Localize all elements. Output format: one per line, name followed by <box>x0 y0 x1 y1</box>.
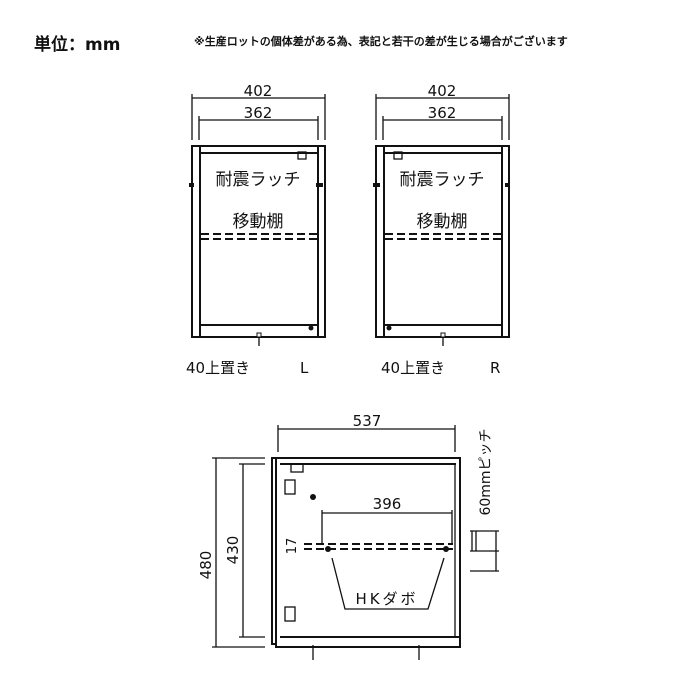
dowel-icon <box>325 546 331 552</box>
model-caption: 40上置き <box>381 359 445 377</box>
shelf-label: 移動棚 <box>417 212 468 232</box>
inner-height-dimension: 430 <box>224 536 242 565</box>
shelf-depth-dimension: 396 <box>373 495 402 513</box>
pitch-label: 60mmピッチ <box>478 428 494 515</box>
latch-label: 耐震ラッチ <box>400 170 485 190</box>
hinge-icon <box>284 479 296 495</box>
unit-label: 単位：mm <box>34 35 121 55</box>
hinge-icon <box>284 606 296 622</box>
shelf-thickness-dimension: 17 <box>285 538 300 555</box>
inner-width-dimension: 362 <box>428 104 457 122</box>
outer-height-dimension: 480 <box>197 551 215 580</box>
production-note: ※生産ロットの個体差がある為、表記と若干の差が生じる場合がございます <box>194 35 568 48</box>
latch-icon <box>393 151 403 160</box>
outer-width-dimension: 402 <box>428 82 457 100</box>
front-view-right: 402 362 耐震ラッチ 移動棚 40上置き R <box>373 82 510 377</box>
depth-dimension: 537 <box>353 412 382 430</box>
dowel-icon <box>443 546 449 552</box>
outer-width-dimension: 402 <box>244 82 273 100</box>
model-caption: 40上置き <box>186 359 250 377</box>
inner-width-dimension: 362 <box>244 104 273 122</box>
latch-icon <box>297 151 307 160</box>
hinge-side: L <box>300 359 309 377</box>
hinge-side: R <box>490 359 500 377</box>
side-view: 537 480 430 396 17 HKダボ 60mmピッチ <box>197 412 499 660</box>
front-view-left: 402 362 耐震ラッチ 移動棚 40上置き L <box>186 82 326 377</box>
shelf-label: 移動棚 <box>233 212 284 232</box>
dowel-label: HKダボ <box>355 590 418 608</box>
latch-label: 耐震ラッチ <box>216 170 301 190</box>
